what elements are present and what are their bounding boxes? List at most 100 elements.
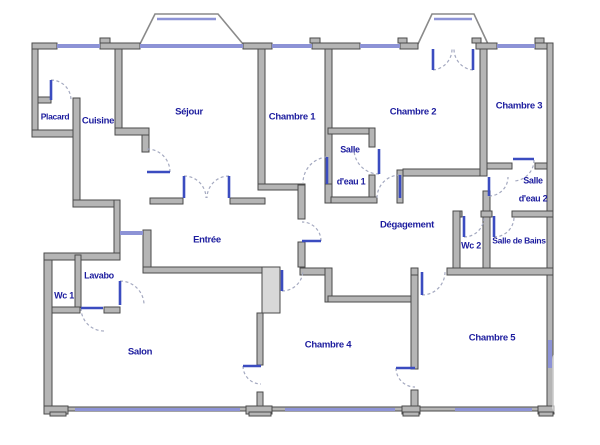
wall-segment	[482, 190, 491, 272]
wall-segment	[399, 42, 419, 50]
door-swing-arc	[242, 365, 262, 385]
door-swing-arc	[50, 79, 72, 101]
window	[140, 44, 243, 48]
door-swing-arc	[421, 271, 446, 296]
wall-segment	[538, 411, 554, 417]
wall-segment	[475, 42, 498, 50]
wall-segment	[43, 252, 121, 261]
window	[272, 44, 312, 48]
door-swing-arc	[206, 175, 230, 199]
door-swing-arc	[146, 148, 171, 173]
window	[57, 44, 100, 48]
door-swing-arc	[493, 216, 515, 238]
wall-segment	[242, 42, 273, 50]
wall-segment	[74, 254, 82, 309]
room-label-salle-eau-1-line1: Salle	[340, 144, 360, 154]
window	[497, 44, 535, 48]
wall-segment	[31, 42, 58, 50]
door-swing-arc	[512, 159, 535, 182]
room-label-salle-eau-2-line1: Salle	[523, 175, 543, 185]
wall-segment	[534, 162, 548, 170]
door-swing-arc	[463, 216, 485, 238]
wall-segment	[72, 199, 121, 208]
wall-segment	[327, 295, 413, 303]
wall-segment	[368, 127, 376, 148]
room-label-chambre-1: Chambre 1	[269, 112, 316, 123]
room-label-salle-de-bains: Salle de Bains	[492, 235, 546, 245]
room-label-sejour: Séjour	[175, 107, 203, 118]
wall-segment	[452, 210, 461, 272]
room-label-chambre-3: Chambre 3	[496, 101, 542, 112]
room-label-lavabo: Lavabo	[84, 270, 115, 280]
door-swing-arc	[119, 280, 145, 306]
wall-segment	[309, 37, 321, 44]
wall-segment	[248, 411, 272, 417]
room-label-entree: Entrée	[193, 235, 221, 246]
wall-segment	[479, 48, 488, 177]
wall-segment	[534, 37, 545, 44]
window	[360, 44, 400, 48]
door-swing-arc	[432, 48, 453, 71]
wall-segment	[103, 306, 121, 314]
wall-segment	[327, 127, 376, 135]
wall-segment	[31, 48, 39, 138]
wall-segment	[43, 259, 53, 413]
watermark	[552, 350, 600, 416]
window	[455, 408, 532, 411]
room-label-chambre-4: Chambre 4	[305, 340, 352, 351]
wall-segment	[297, 241, 306, 268]
wall-segment	[141, 134, 150, 153]
room-label-cuisine: Cuisine	[82, 116, 114, 127]
wall-segment	[114, 127, 150, 136]
wall-segment	[142, 266, 279, 274]
wall-segment	[99, 42, 141, 50]
wall-segment	[256, 391, 264, 408]
room-label-wc-1: Wc 1	[54, 290, 74, 300]
wall-segment	[311, 42, 361, 50]
room-label-salle-eau-2-line2: d'eau 2	[519, 193, 548, 203]
window	[120, 231, 143, 235]
wall-segment	[72, 97, 81, 208]
wall-segment	[511, 210, 554, 218]
door-swing-arc	[353, 148, 380, 175]
wall-segment	[410, 389, 419, 408]
room-label-salon: Salon	[128, 347, 153, 358]
wall-segment	[113, 199, 121, 261]
door-swing-arc	[80, 307, 105, 332]
duct-pillar	[261, 266, 281, 314]
wall-segment	[37, 96, 52, 104]
wall-segment	[49, 411, 67, 417]
door-swing-arc	[395, 367, 416, 388]
wall-segment	[410, 274, 419, 370]
room-label-chambre-5: Chambre 5	[469, 333, 516, 344]
wall-segment	[149, 197, 184, 205]
wall-segment	[114, 48, 123, 136]
bay-window-outline	[417, 13, 489, 45]
door-swing-arc	[183, 175, 207, 199]
wall-segment	[410, 267, 419, 276]
bay-window-outline	[139, 13, 244, 45]
room-label-wc-2: Wc 2	[461, 240, 481, 250]
room-label-degagement: Dégagement	[380, 220, 435, 231]
wall-segment	[486, 162, 513, 170]
wall-segment	[471, 37, 482, 44]
wall-segment	[480, 210, 493, 218]
wall-segment	[257, 48, 266, 191]
window	[75, 408, 240, 411]
door-swing-arc	[301, 221, 322, 242]
wall-segment	[229, 197, 266, 205]
wall-segment	[330, 196, 378, 204]
window	[285, 408, 395, 411]
wall-segment	[446, 267, 554, 276]
wall-segment	[402, 168, 484, 177]
wall-segment	[297, 184, 306, 220]
wall-segment	[99, 37, 111, 44]
room-label-chambre-2: Chambre 2	[390, 107, 436, 118]
door-swing-arc	[376, 174, 401, 199]
window	[548, 340, 552, 368]
door-swing-arc	[488, 176, 509, 197]
room-label-placard: Placard	[41, 111, 70, 121]
